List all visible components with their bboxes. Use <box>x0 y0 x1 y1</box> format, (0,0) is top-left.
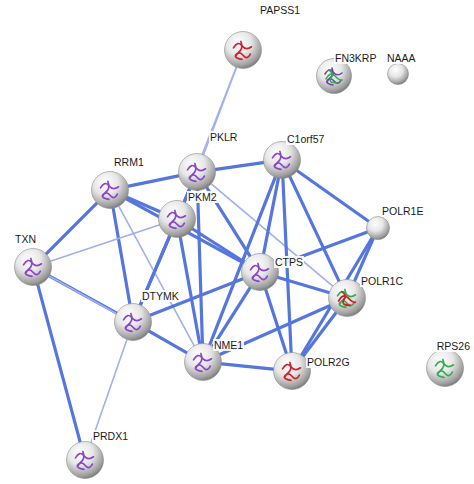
protein-structure <box>234 42 252 60</box>
protein-node: RPS26 <box>426 349 464 387</box>
protein-structure <box>283 363 301 381</box>
interaction-line <box>127 199 244 263</box>
protein-node: FN3KRP <box>316 58 352 94</box>
protein-structure <box>101 182 119 200</box>
interaction-line <box>51 225 159 261</box>
protein-node: RRM1 <box>91 171 129 209</box>
interaction-line <box>303 313 335 356</box>
interaction-line <box>266 290 286 353</box>
protein-sphere <box>158 200 196 238</box>
protein-node: NME1 <box>184 343 222 381</box>
gene-label: PRDX1 <box>92 430 129 442</box>
sphere-shape <box>179 154 216 191</box>
gene-label: RPS26 <box>436 340 471 352</box>
protein-sphere <box>178 153 216 191</box>
protein-node: PRDX1 <box>66 441 104 479</box>
gene-label: NME1 <box>213 339 244 351</box>
protein-node: C1orf57 <box>263 141 301 179</box>
gene-label: PAPSS1 <box>259 4 301 16</box>
sphere-shape <box>159 201 196 238</box>
gene-label: POLR1E <box>381 205 424 217</box>
protein-node: TXN <box>14 248 52 286</box>
interaction-line <box>46 203 96 253</box>
interaction-line <box>278 277 329 292</box>
sphere-shape <box>225 32 262 69</box>
interaction-line <box>302 238 372 354</box>
protein-sphere <box>114 303 152 341</box>
protein-sphere <box>387 63 409 85</box>
gene-label: POLR1C <box>360 275 404 287</box>
protein-sphere <box>91 171 129 209</box>
protein-structure <box>76 452 94 470</box>
protein-node: CTPS <box>241 253 279 291</box>
protein-structure <box>124 314 142 332</box>
protein-structure <box>436 360 454 378</box>
interaction-line <box>198 191 203 343</box>
gene-label: C1orf57 <box>286 133 325 145</box>
interaction-line <box>149 331 186 352</box>
sphere-shape <box>115 304 152 341</box>
sphere-shape <box>15 249 52 286</box>
gene-label: PKLR <box>209 131 238 143</box>
gene-label: FN3KRP <box>334 52 377 64</box>
gene-label: RRM1 <box>113 156 145 168</box>
protein-node: DTYMK <box>114 303 152 341</box>
gene-label: CTPS <box>274 256 304 268</box>
protein-sphere <box>14 248 52 286</box>
protein-structure <box>338 290 356 308</box>
interaction-line <box>91 340 127 442</box>
protein-structure <box>194 354 212 372</box>
protein-sphere <box>366 216 390 240</box>
protein-structure <box>168 211 186 229</box>
sphere-shape <box>264 142 301 179</box>
sphere-shape <box>388 64 409 85</box>
interaction-line <box>193 229 244 262</box>
interaction-line <box>216 163 263 170</box>
gene-label: NAAA <box>386 52 417 64</box>
protein-sphere <box>263 141 301 179</box>
protein-structure <box>188 164 206 182</box>
interaction-line <box>50 276 187 352</box>
protein-structure <box>326 70 342 83</box>
protein-structure <box>251 264 269 282</box>
protein-structure <box>339 292 356 306</box>
interaction-line <box>298 171 369 221</box>
interaction-line <box>180 238 199 344</box>
sphere-shape <box>92 172 129 209</box>
protein-sphere <box>426 349 464 387</box>
protein-node: POLR1E <box>366 216 390 240</box>
protein-node: POLR1C <box>328 279 366 317</box>
sphere-shape <box>427 350 464 387</box>
sphere-shape <box>67 442 104 479</box>
protein-structure <box>24 259 42 277</box>
sphere-shape <box>367 217 390 240</box>
gene-label: DTYMK <box>141 290 180 302</box>
protein-node: PKLR <box>178 153 216 191</box>
sphere-shape <box>242 254 279 291</box>
protein-sphere <box>66 441 104 479</box>
gene-label: TXN <box>14 233 37 245</box>
interaction-line <box>38 285 80 441</box>
protein-node: PKM2 <box>158 200 196 238</box>
protein-node: NAAA <box>387 63 409 85</box>
sphere-shape <box>274 353 311 390</box>
protein-sphere <box>224 31 262 69</box>
protein-node: PAPSS1 <box>224 31 262 69</box>
protein-node: POLR2G <box>273 352 311 390</box>
interaction-line <box>213 288 250 346</box>
interaction-line <box>222 364 273 369</box>
interaction-line <box>129 176 179 186</box>
gene-label: POLR2G <box>306 356 351 368</box>
gene-label: PKM2 <box>187 191 218 203</box>
protein-structure <box>273 152 291 170</box>
protein-structure <box>325 68 342 85</box>
